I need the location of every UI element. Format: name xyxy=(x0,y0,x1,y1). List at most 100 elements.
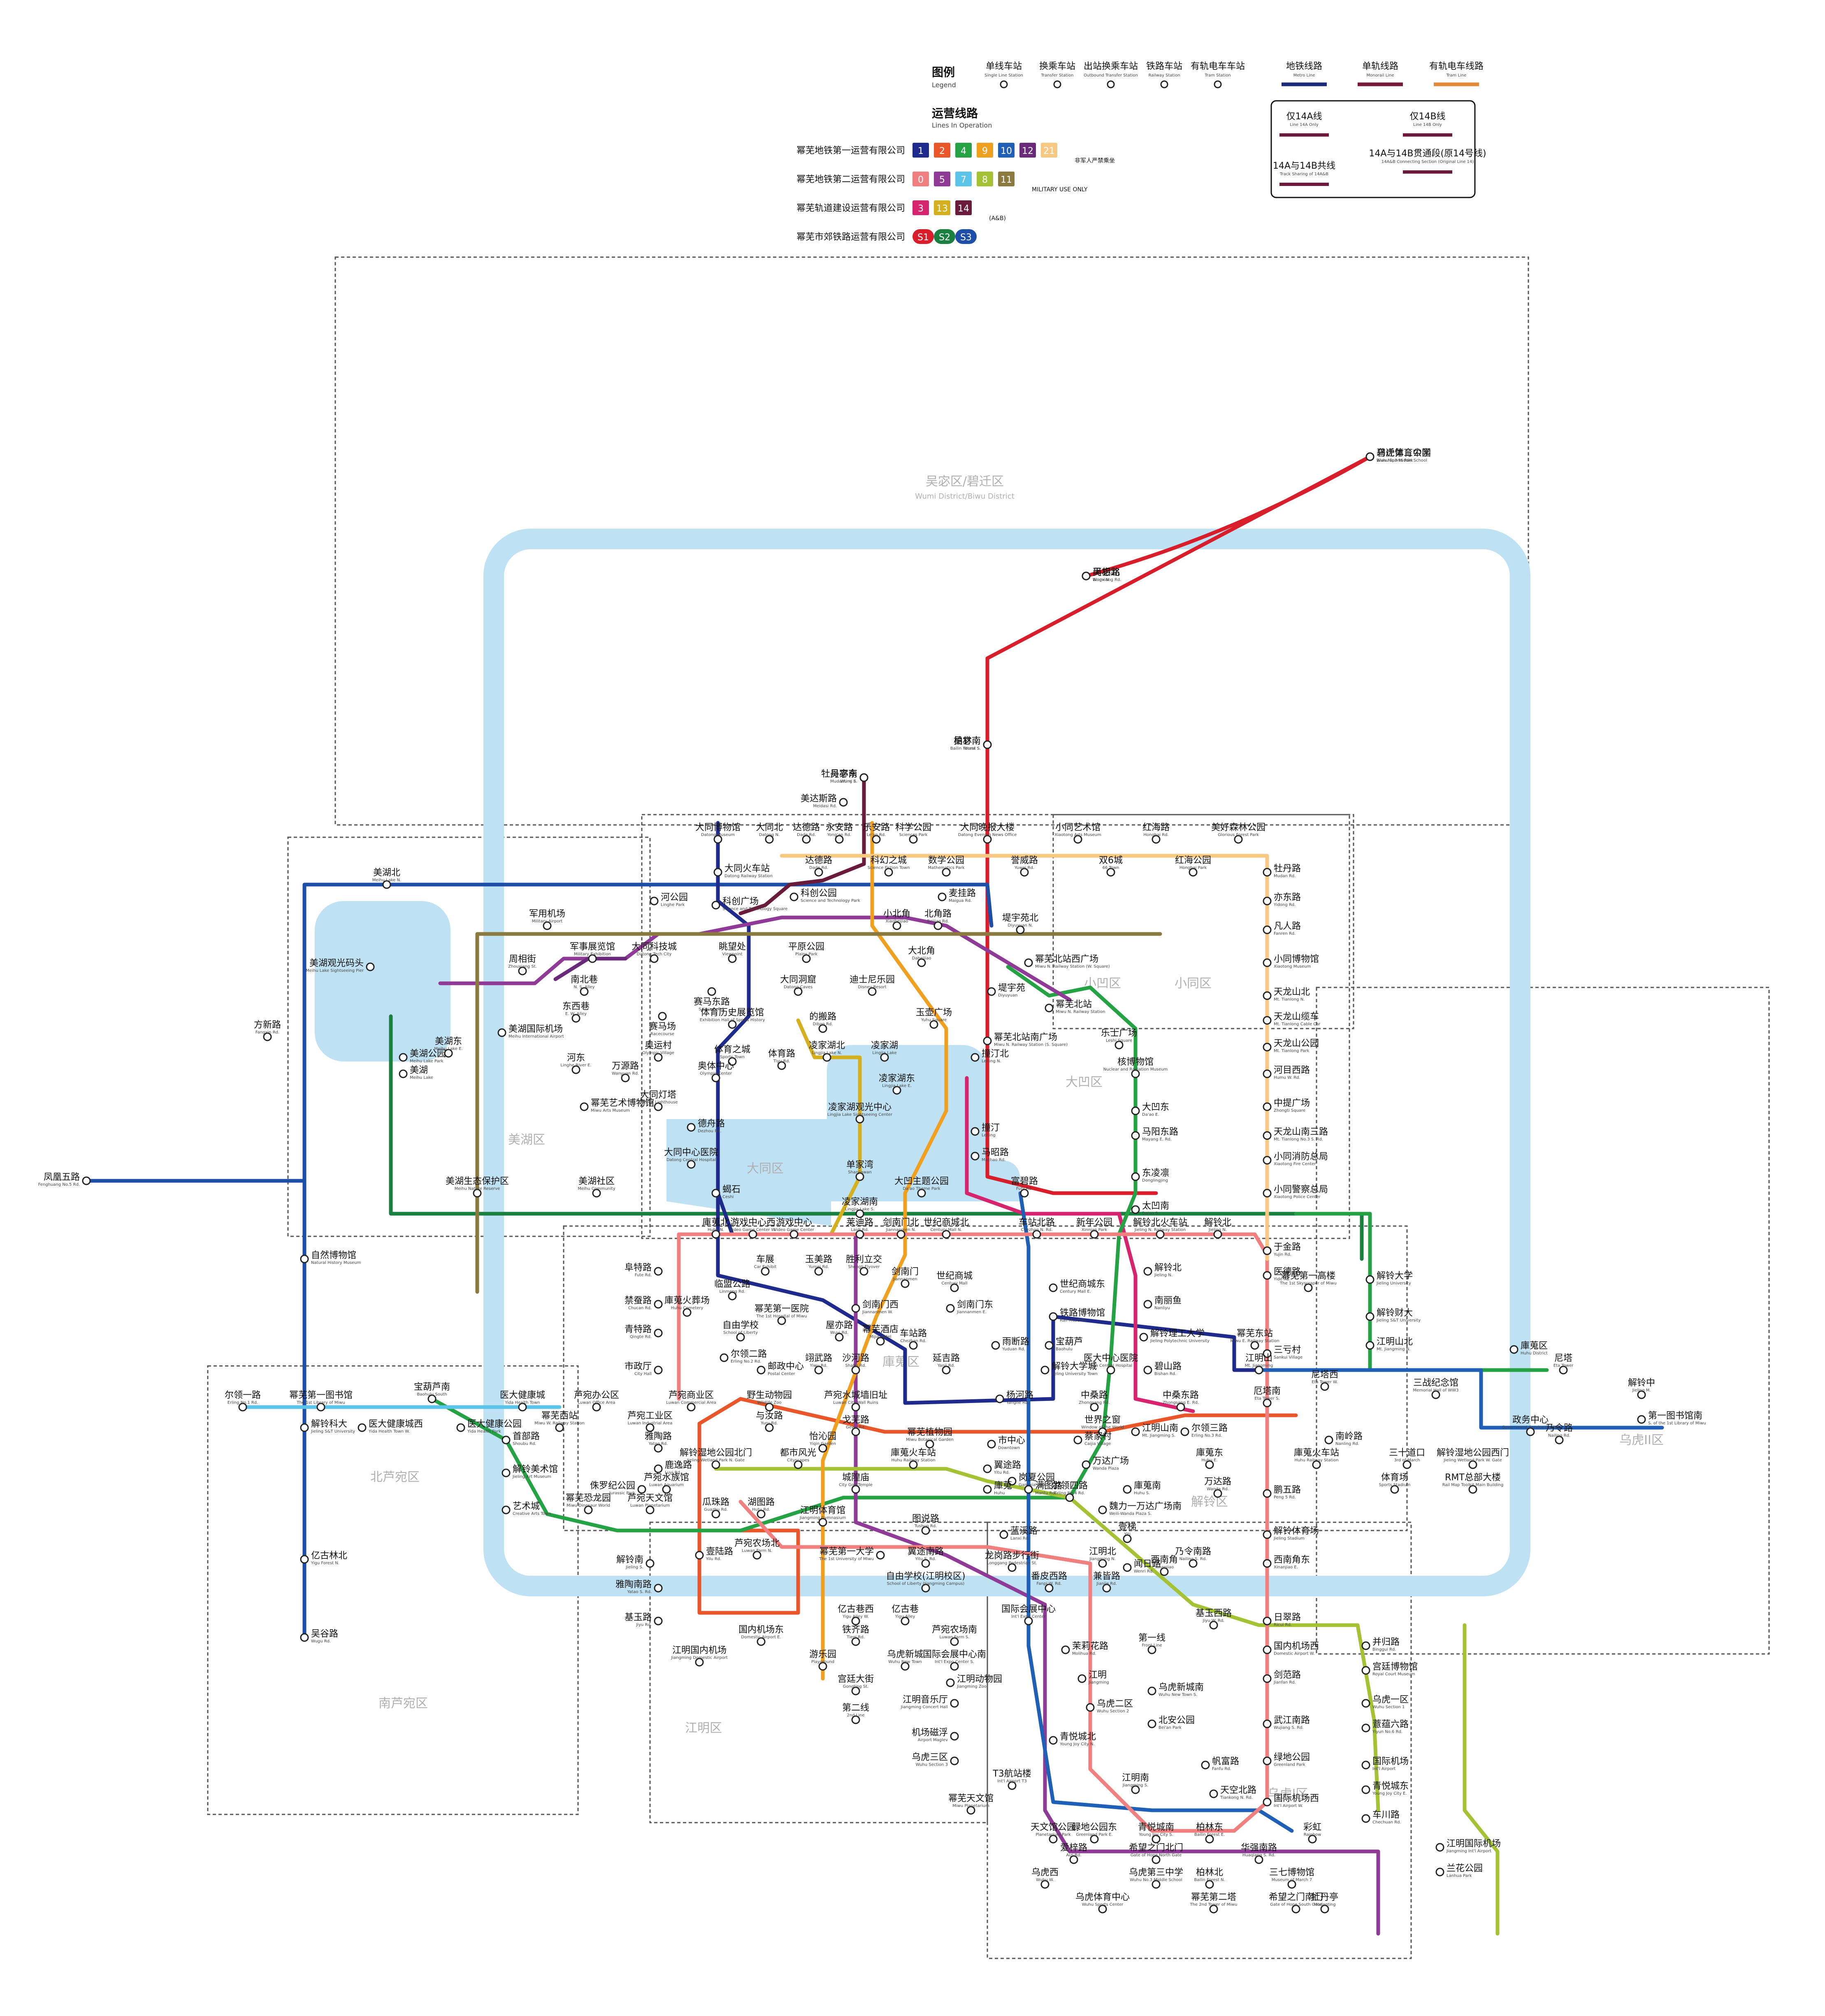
station-marker[interactable] xyxy=(473,1189,482,1198)
station-marker[interactable] xyxy=(859,1267,868,1276)
station-marker[interactable] xyxy=(1156,1230,1165,1239)
station-marker[interactable] xyxy=(901,1662,910,1671)
station-marker[interactable] xyxy=(502,1468,511,1477)
station-marker[interactable] xyxy=(1152,1835,1161,1844)
station-marker[interactable] xyxy=(1263,1798,1272,1807)
station-marker[interactable] xyxy=(300,1254,309,1263)
station-marker[interactable] xyxy=(983,740,992,749)
station-marker[interactable] xyxy=(950,1637,959,1646)
station-marker[interactable] xyxy=(382,880,391,889)
station-marker[interactable] xyxy=(876,1551,885,1560)
station-marker[interactable] xyxy=(1263,925,1272,934)
station-marker[interactable] xyxy=(720,1353,729,1362)
station-marker[interactable] xyxy=(1147,1645,1156,1654)
station-marker[interactable] xyxy=(971,1127,980,1136)
station-marker[interactable] xyxy=(1263,958,1272,967)
station-marker[interactable] xyxy=(497,1028,506,1037)
station-marker[interactable] xyxy=(1024,1485,1033,1494)
station-marker[interactable] xyxy=(1209,1621,1218,1630)
station-marker[interactable] xyxy=(1263,1271,1272,1280)
station-marker[interactable] xyxy=(1143,1366,1152,1375)
station-marker[interactable] xyxy=(851,1366,860,1375)
station-marker[interactable] xyxy=(427,1394,437,1403)
station-marker[interactable] xyxy=(1209,1789,1218,1798)
station-marker[interactable] xyxy=(794,1460,803,1469)
station-marker[interactable] xyxy=(851,1686,860,1695)
station-marker[interactable] xyxy=(728,954,737,963)
station-marker[interactable] xyxy=(835,1333,844,1342)
station-marker[interactable] xyxy=(946,1304,955,1313)
station-marker[interactable] xyxy=(1024,958,1033,967)
station-marker[interactable] xyxy=(1365,1341,1375,1350)
station-marker[interactable] xyxy=(1090,1230,1099,1239)
station-marker[interactable] xyxy=(1008,1563,1017,1572)
station-marker[interactable] xyxy=(711,1230,720,1239)
station-marker[interactable] xyxy=(1213,1489,1222,1498)
station-marker[interactable] xyxy=(1263,1189,1272,1198)
station-marker[interactable] xyxy=(300,1633,309,1642)
station-marker[interactable] xyxy=(654,1267,663,1276)
station-marker[interactable] xyxy=(1559,1366,1568,1375)
station-marker[interactable] xyxy=(588,954,597,963)
station-marker[interactable] xyxy=(238,1403,247,1412)
station-marker[interactable] xyxy=(1090,1835,1099,1844)
station-marker[interactable] xyxy=(925,1440,934,1449)
station-marker[interactable] xyxy=(950,1662,959,1671)
station-marker[interactable] xyxy=(1139,1333,1148,1342)
station-marker[interactable] xyxy=(1098,1559,1107,1568)
